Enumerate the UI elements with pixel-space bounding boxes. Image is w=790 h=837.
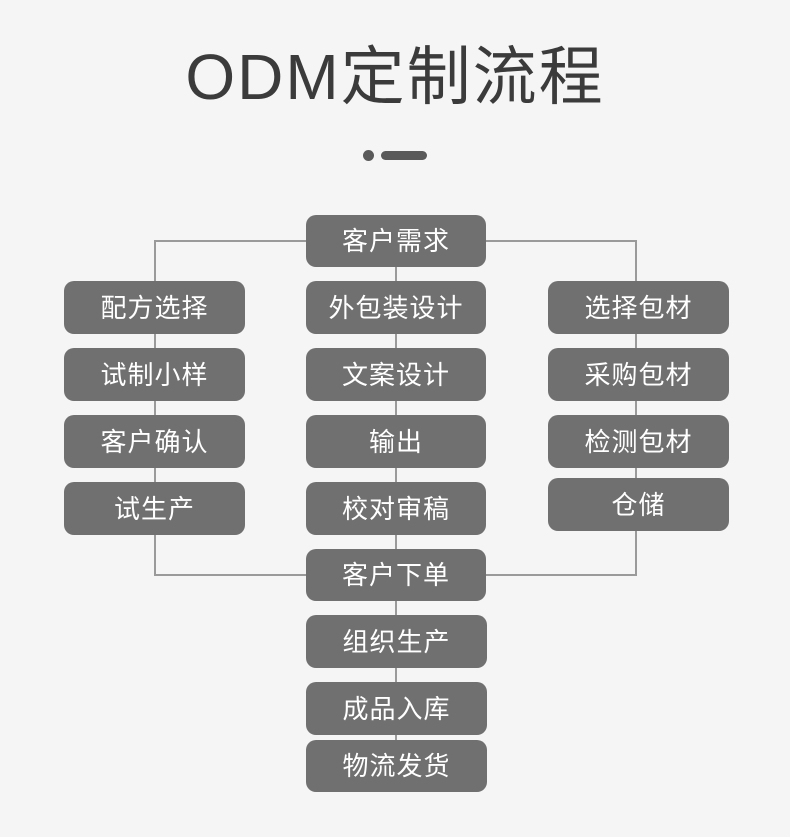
flow-node-tail-3[interactable]: 物流发货 bbox=[306, 740, 487, 792]
flow-node-left-3[interactable]: 客户确认 bbox=[64, 415, 245, 468]
connector-right-to-join bbox=[486, 531, 637, 576]
flow-node-center-2[interactable]: 文案设计 bbox=[306, 348, 486, 401]
ornament-dot-icon bbox=[363, 149, 374, 161]
flow-node-right-4[interactable]: 仓储 bbox=[548, 478, 729, 531]
flow-node-right-3[interactable]: 检测包材 bbox=[548, 415, 729, 468]
ornament-dash-icon bbox=[381, 150, 427, 160]
flow-node-tail-1[interactable]: 组织生产 bbox=[306, 615, 487, 668]
flow-node-left-1[interactable]: 配方选择 bbox=[64, 281, 245, 334]
connector-start-to-right bbox=[486, 240, 637, 290]
flow-node-center-1[interactable]: 外包装设计 bbox=[306, 281, 486, 334]
flow-node-right-2[interactable]: 采购包材 bbox=[548, 348, 729, 401]
page-title: ODM定制流程 bbox=[185, 41, 605, 113]
title-ornament bbox=[0, 148, 790, 162]
flow-node-center-4[interactable]: 校对审稿 bbox=[306, 482, 486, 535]
flow-node-tail-2[interactable]: 成品入库 bbox=[306, 682, 487, 735]
flow-node-left-4[interactable]: 试生产 bbox=[64, 482, 245, 535]
connector-start-to-left bbox=[154, 240, 306, 290]
flow-node-join[interactable]: 客户下单 bbox=[306, 549, 486, 601]
flow-node-left-2[interactable]: 试制小样 bbox=[64, 348, 245, 401]
flow-node-start[interactable]: 客户需求 bbox=[306, 215, 486, 267]
connector-left-to-join bbox=[154, 535, 306, 576]
flow-node-right-1[interactable]: 选择包材 bbox=[548, 281, 729, 334]
flow-node-center-3[interactable]: 输出 bbox=[306, 415, 486, 468]
